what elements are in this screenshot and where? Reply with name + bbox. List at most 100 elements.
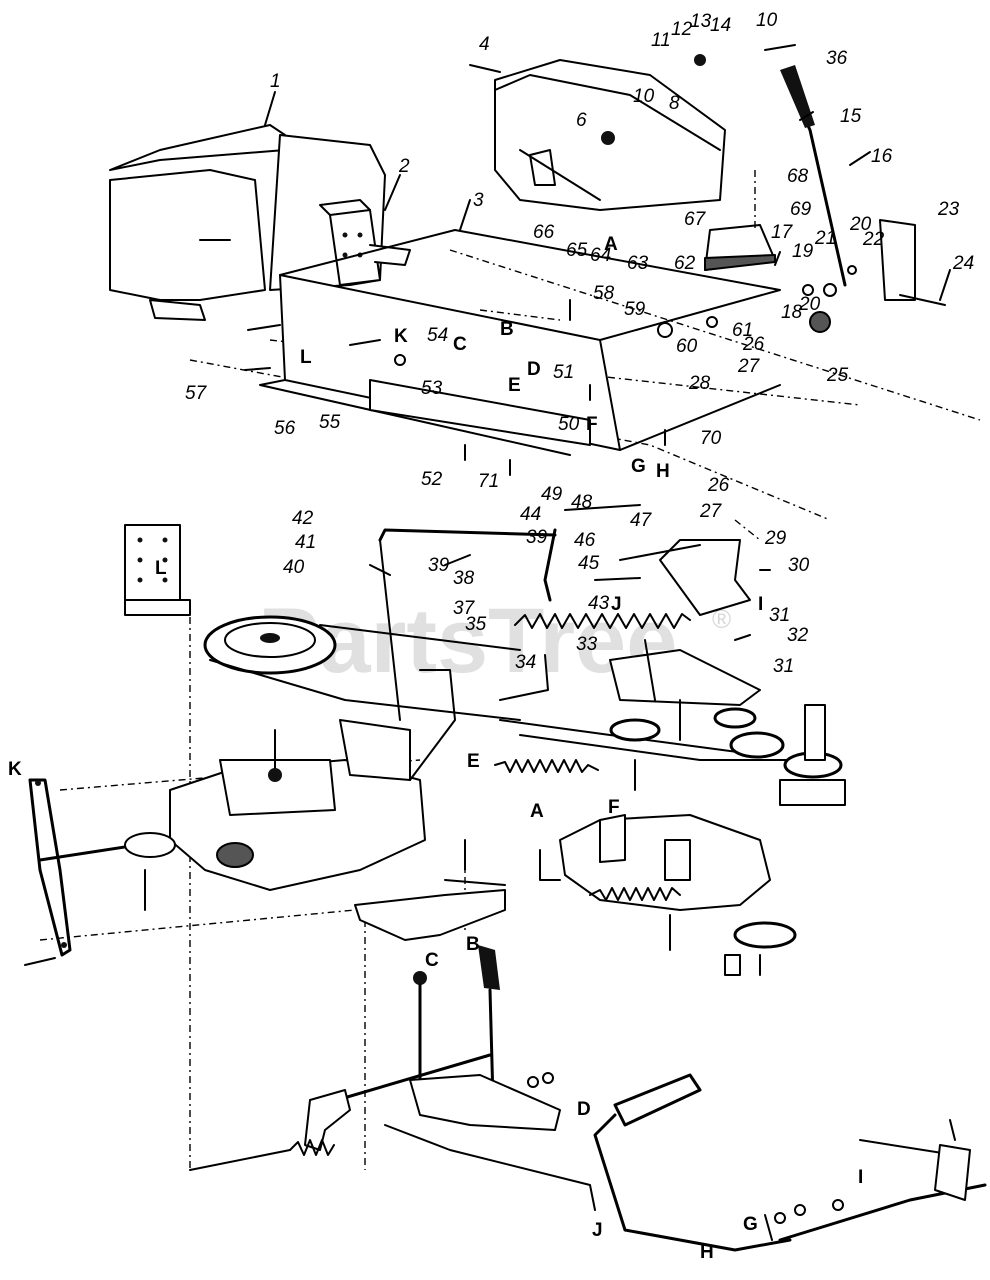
- linkage-bottom-right: [764, 1119, 987, 1242]
- part-label: 56: [274, 418, 296, 439]
- part-label: 8: [669, 93, 680, 114]
- connector-letter: G: [743, 1214, 758, 1235]
- part-label: 50: [558, 414, 580, 435]
- part-label: 69: [790, 199, 812, 220]
- part-label: 27: [737, 356, 761, 377]
- part-label: 53: [421, 378, 443, 399]
- part-label: 65: [566, 240, 588, 261]
- part-label: 25: [826, 365, 849, 386]
- part-label: 34: [515, 652, 536, 673]
- part-label: 39: [526, 527, 548, 548]
- part-label: 32: [787, 625, 809, 646]
- part-label: 60: [676, 336, 698, 357]
- part-label: 39: [428, 555, 450, 576]
- connector-letter: H: [656, 461, 670, 482]
- part-label: 30: [788, 555, 810, 576]
- part-label: 54: [427, 325, 448, 346]
- part-label: 21: [814, 228, 836, 249]
- part-label: 19: [792, 241, 814, 262]
- part-label: 36: [826, 48, 848, 69]
- part-label: 52: [421, 469, 443, 490]
- connector-letter: A: [604, 234, 618, 255]
- connector-letter: E: [508, 375, 521, 396]
- part-label: 68: [787, 166, 809, 187]
- part-label: 20: [849, 214, 872, 235]
- connector-letter: H: [700, 1242, 714, 1263]
- part-label: 26: [742, 334, 765, 355]
- connector-letter: G: [631, 456, 646, 477]
- part-label: 28: [688, 373, 711, 394]
- part-label: 57: [185, 383, 208, 404]
- part-label: 35: [465, 614, 487, 635]
- spring-E: [494, 759, 599, 773]
- part-label: 49: [541, 484, 563, 505]
- part-label: 55: [319, 412, 341, 433]
- part-label: 18: [781, 302, 803, 323]
- part-label: 62: [674, 253, 696, 274]
- part-label: 29: [764, 528, 787, 549]
- part-label: 13: [690, 11, 712, 32]
- part-label: 17: [771, 222, 794, 243]
- part-label: 58: [593, 283, 615, 304]
- part-label: 22: [862, 229, 885, 250]
- connector-letter: I: [858, 1167, 863, 1188]
- part-label: 64: [590, 245, 611, 266]
- large-pulley-belt: [203, 615, 521, 721]
- part-label: 3: [473, 190, 484, 211]
- lift-handle-D: [593, 1073, 792, 1252]
- part-label: 37: [453, 598, 476, 619]
- part-label: 45: [578, 553, 600, 574]
- lower-idler-bracket: [539, 814, 797, 976]
- part-labels: 1 2 3 4 6 8 10 10 11 12 13 14 15 16 17 1…: [185, 10, 974, 677]
- part-label: 6: [576, 110, 587, 131]
- connector-letter: I: [758, 594, 763, 615]
- part-label: 63: [627, 253, 649, 274]
- part-label: 33: [576, 634, 598, 655]
- connector-letters: K L B C D E F A G H I J L K E A F C B D …: [8, 234, 863, 1263]
- connector-letter: D: [577, 1099, 591, 1120]
- part-label: 1: [270, 71, 281, 92]
- leader-lines: [264, 91, 951, 641]
- connector-letter: K: [8, 759, 22, 780]
- part-label: 66: [533, 222, 555, 243]
- transaxle: [38, 669, 456, 891]
- part-label: 43: [588, 593, 610, 614]
- part-label: 71: [478, 471, 499, 492]
- part-label: 10: [756, 10, 778, 31]
- part-label: 16: [871, 146, 893, 167]
- part-label: 46: [574, 530, 596, 551]
- part-label: 44: [520, 504, 541, 525]
- connector-letter: B: [466, 934, 480, 955]
- part-label: 51: [553, 362, 574, 383]
- connector-letter: C: [453, 334, 467, 355]
- connector-letter: C: [425, 950, 439, 971]
- connector-letter: K: [394, 326, 408, 347]
- part-label: 70: [700, 428, 722, 449]
- connector-letter: L: [155, 558, 167, 579]
- part-label: 31: [769, 605, 790, 626]
- frame-panel-3: [259, 229, 781, 456]
- part-label: 38: [453, 568, 475, 589]
- bracket-L: [124, 524, 191, 616]
- part-label: 12: [671, 19, 693, 40]
- cross-shaft: [189, 1053, 596, 1211]
- part-label: 48: [571, 492, 593, 513]
- hardware: [244, 44, 796, 476]
- part-label: 15: [840, 106, 862, 127]
- spring-34: [499, 613, 691, 701]
- bracket-29: [619, 539, 751, 616]
- idler-assembly: [499, 639, 846, 806]
- part-label: 41: [295, 532, 316, 553]
- part-label: 67: [684, 209, 707, 230]
- part-label: 31: [773, 656, 794, 677]
- bracket-C: [354, 839, 506, 941]
- connector-letter: A: [530, 801, 544, 822]
- part-label: 11: [651, 30, 671, 51]
- connector-letter: J: [592, 1220, 603, 1241]
- part-label: 2: [398, 156, 410, 177]
- connector-letter: F: [586, 414, 598, 435]
- lever-K: [24, 778, 146, 966]
- part-label: 23: [937, 199, 960, 220]
- connector-letter: F: [608, 797, 620, 818]
